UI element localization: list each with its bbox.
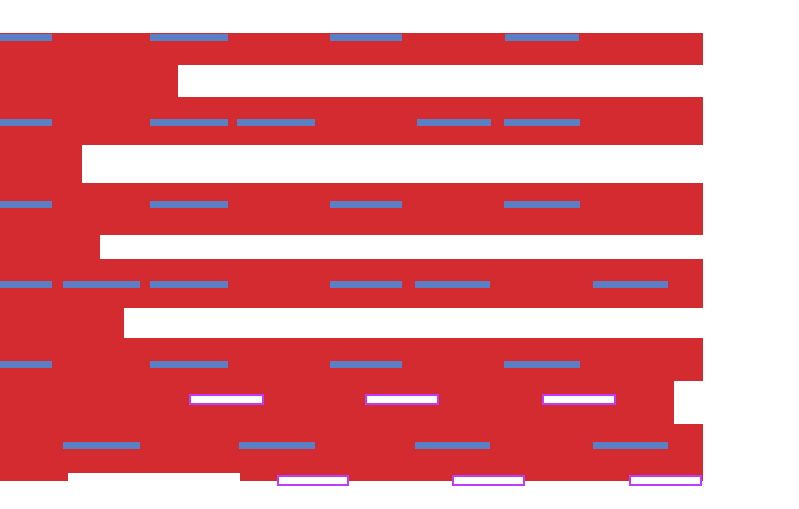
field-box-4[interactable]	[277, 475, 349, 486]
field-box-1[interactable]	[189, 394, 264, 405]
line-marker	[505, 34, 579, 41]
line-marker	[0, 281, 52, 288]
line-marker	[0, 201, 52, 208]
field-box-3[interactable]	[542, 394, 616, 405]
line-marker	[0, 361, 52, 368]
line-marker	[63, 442, 140, 449]
line-marker	[504, 201, 580, 208]
line-marker	[237, 119, 315, 126]
cutout-bottom-left	[68, 473, 240, 482]
line-marker	[330, 281, 402, 288]
line-marker	[0, 119, 52, 126]
line-marker	[330, 201, 402, 208]
line-marker	[417, 119, 491, 126]
field-box-5[interactable]	[452, 475, 525, 486]
line-marker	[330, 361, 402, 368]
cutout-row-1	[178, 65, 703, 97]
line-marker	[593, 281, 668, 288]
field-box-2[interactable]	[365, 394, 439, 405]
line-marker	[239, 442, 315, 449]
line-marker	[150, 119, 228, 126]
field-box-6[interactable]	[629, 475, 702, 486]
line-marker	[0, 34, 52, 41]
cutout-row-2	[82, 145, 703, 183]
line-marker	[150, 361, 228, 368]
line-marker	[415, 442, 490, 449]
line-marker	[150, 281, 228, 288]
cutout-right-notch	[674, 381, 703, 424]
cutout-row-4	[124, 308, 703, 338]
line-marker	[504, 119, 580, 126]
cutout-row-3	[100, 235, 703, 259]
line-marker	[593, 442, 668, 449]
line-marker	[63, 281, 140, 288]
line-marker	[150, 201, 228, 208]
line-marker	[150, 34, 228, 41]
line-marker	[415, 281, 490, 288]
line-marker	[330, 34, 402, 41]
line-marker	[504, 361, 580, 368]
